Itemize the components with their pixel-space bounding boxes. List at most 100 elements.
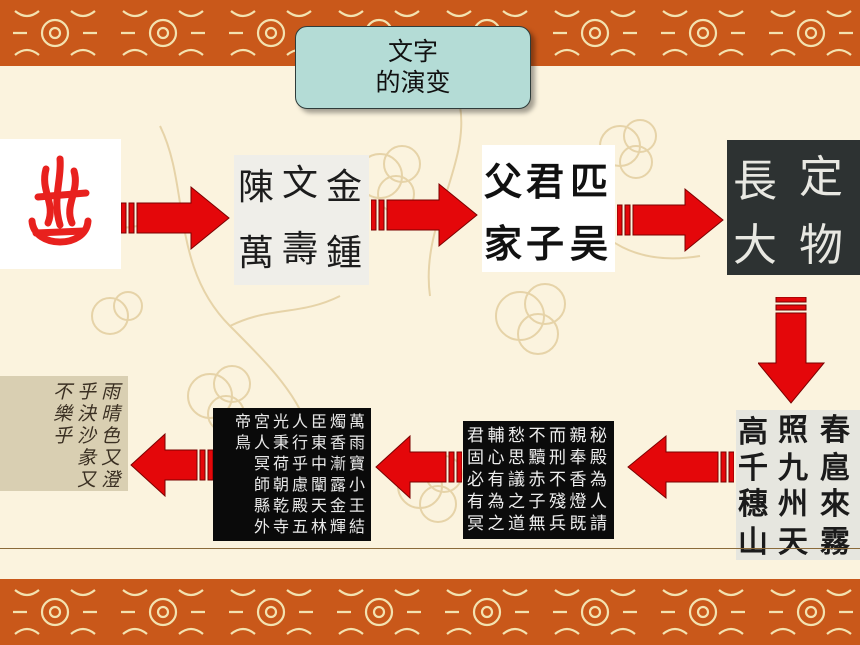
stage-clerical-script: 高照春 千九扈 穗州來 山天霧 (736, 410, 860, 560)
svg-text:穗: 穗 (738, 487, 768, 522)
stage-cursive-script: 雨晴色又澄乎決沙彖又不樂乎 (0, 376, 128, 491)
calligraphy-character: 之 (488, 514, 505, 534)
svg-text:州: 州 (778, 487, 808, 522)
calligraphy-character: 固 (467, 448, 484, 468)
calligraphy-character: 闡 (311, 475, 327, 494)
calligraphy-character: 既 (570, 514, 587, 534)
calligraphy-character: 不 (529, 426, 546, 446)
svg-text:定: 定 (799, 152, 843, 203)
svg-text:家: 家 (484, 221, 522, 266)
calligraphy-character: 彖 (77, 447, 98, 469)
calligraphy-character: 有 (488, 470, 505, 490)
calligraphy-character: 中 (311, 454, 327, 473)
svg-text:文: 文 (282, 163, 318, 204)
calligraphy-character: 荷 (273, 454, 289, 473)
calligraphy-character: 王 (349, 496, 365, 515)
calligraphy-character: 天 (311, 496, 327, 515)
calligraphy-character: 必 (467, 470, 484, 490)
calligraphy-character: 殿 (590, 448, 607, 468)
calligraphy-character: 行 (292, 433, 308, 452)
calligraphy-character: 香 (570, 470, 587, 490)
border-pattern (13, 589, 853, 635)
calligraphy-character: 道 (508, 514, 525, 534)
calligraphy-character: 思 (508, 448, 525, 468)
calligraphy-character: 兵 (549, 514, 566, 534)
calligraphy-character: 秉 (273, 433, 289, 452)
calligraphy-character: 雨 (101, 381, 123, 403)
svg-text:吴: 吴 (570, 221, 608, 266)
title-box: 文字 的演变 (295, 26, 531, 109)
arrow-right-2 (371, 182, 478, 248)
svg-text:霧: 霧 (820, 525, 851, 560)
calligraphy-character: 香 (330, 433, 346, 452)
calligraphy-character: 刑 (549, 448, 566, 468)
calligraphy-character: 為 (590, 470, 607, 490)
calligraphy-character: 金 (330, 496, 346, 515)
svg-text:春: 春 (820, 413, 850, 448)
calligraphy-character: 乎 (53, 425, 73, 447)
calligraphy-character: 又 (77, 469, 97, 491)
calligraphy-character: 奉 (570, 448, 587, 468)
calligraphy-character: 決 (77, 403, 98, 425)
calligraphy-character: 露 (330, 475, 346, 494)
svg-text:萬: 萬 (238, 233, 274, 274)
title-line-2: 的演变 (375, 68, 451, 97)
calligraphy-character: 林 (311, 517, 327, 536)
svg-text:陳: 陳 (238, 167, 274, 208)
calligraphy-character: 萬 (349, 412, 365, 431)
svg-text:高: 高 (738, 415, 768, 450)
calligraphy-character: 漸 (330, 454, 346, 473)
calligraphy-character: 乾 (273, 496, 289, 515)
svg-text:父: 父 (484, 159, 522, 204)
svg-text:鍾: 鍾 (326, 233, 362, 274)
calligraphy-character: 為 (488, 492, 505, 512)
svg-text:匹: 匹 (570, 159, 608, 204)
calligraphy-character: 慮 (292, 475, 308, 494)
svg-text:大: 大 (733, 220, 777, 271)
bottom-decorative-border (0, 579, 860, 645)
calligraphy-character: 有 (467, 492, 484, 512)
title-line-1: 文字 (387, 37, 438, 66)
oracle-glyph-image (28, 155, 92, 246)
stage-running-script: 萬雨寶小王結燭香漸露金輝臣東中闡天林人行乎慮殿五光秉荷朝乾寺宮人冥師縣外帝鳥 (213, 408, 371, 541)
calligraphy-character: 東 (311, 433, 327, 452)
calligraphy-character: 不 (53, 381, 75, 403)
calligraphy-character: 之 (508, 492, 525, 512)
calligraphy-character: 冥 (467, 514, 484, 534)
calligraphy-character: 師 (254, 475, 270, 494)
calligraphy-character: 朝 (273, 475, 289, 494)
calligraphy-character: 心 (488, 448, 505, 468)
svg-text:山: 山 (738, 525, 768, 560)
svg-text:長: 長 (733, 156, 777, 207)
stage-regular-script: 秘殿為人請親奉香燈既而刑不殘兵不黷赤子無愁思議之道輔心有為之君固必有冥 (463, 421, 614, 539)
calligraphy-character: 黷 (529, 448, 546, 468)
calligraphy-character: 五 (292, 517, 308, 536)
calligraphy-character: 冥 (254, 454, 270, 473)
calligraphy-character: 小 (349, 475, 365, 494)
svg-text:壽: 壽 (282, 229, 318, 270)
calligraphy-character: 請 (590, 514, 607, 534)
calligraphy-character: 殿 (292, 496, 308, 515)
arrow-left-1 (627, 434, 734, 500)
calligraphy-character: 晴 (101, 403, 123, 425)
svg-text:照: 照 (778, 413, 808, 448)
stage-bronze-inscription: 陳文金 萬壽鍾 (234, 155, 369, 285)
calligraphy-character: 雨 (349, 433, 365, 452)
calligraphy-character: 縣 (254, 496, 270, 515)
calligraphy-character: 臣 (311, 412, 327, 431)
arrow-right-3 (617, 187, 724, 253)
calligraphy-character: 鳥 (235, 433, 251, 452)
bronze-inscription-image: 陳文金 萬壽鍾 (238, 163, 362, 274)
calligraphy-character: 寶 (349, 454, 365, 473)
svg-text:金: 金 (326, 167, 362, 208)
bronze-script-image: 父君匹 家子吴 (484, 159, 608, 266)
calligraphy-character: 不 (549, 470, 566, 490)
svg-text:天: 天 (778, 525, 808, 560)
arrow-left-3 (130, 432, 213, 498)
divider-line (0, 548, 860, 549)
calligraphy-character: 而 (549, 426, 566, 446)
calligraphy-character: 色 (101, 425, 121, 447)
